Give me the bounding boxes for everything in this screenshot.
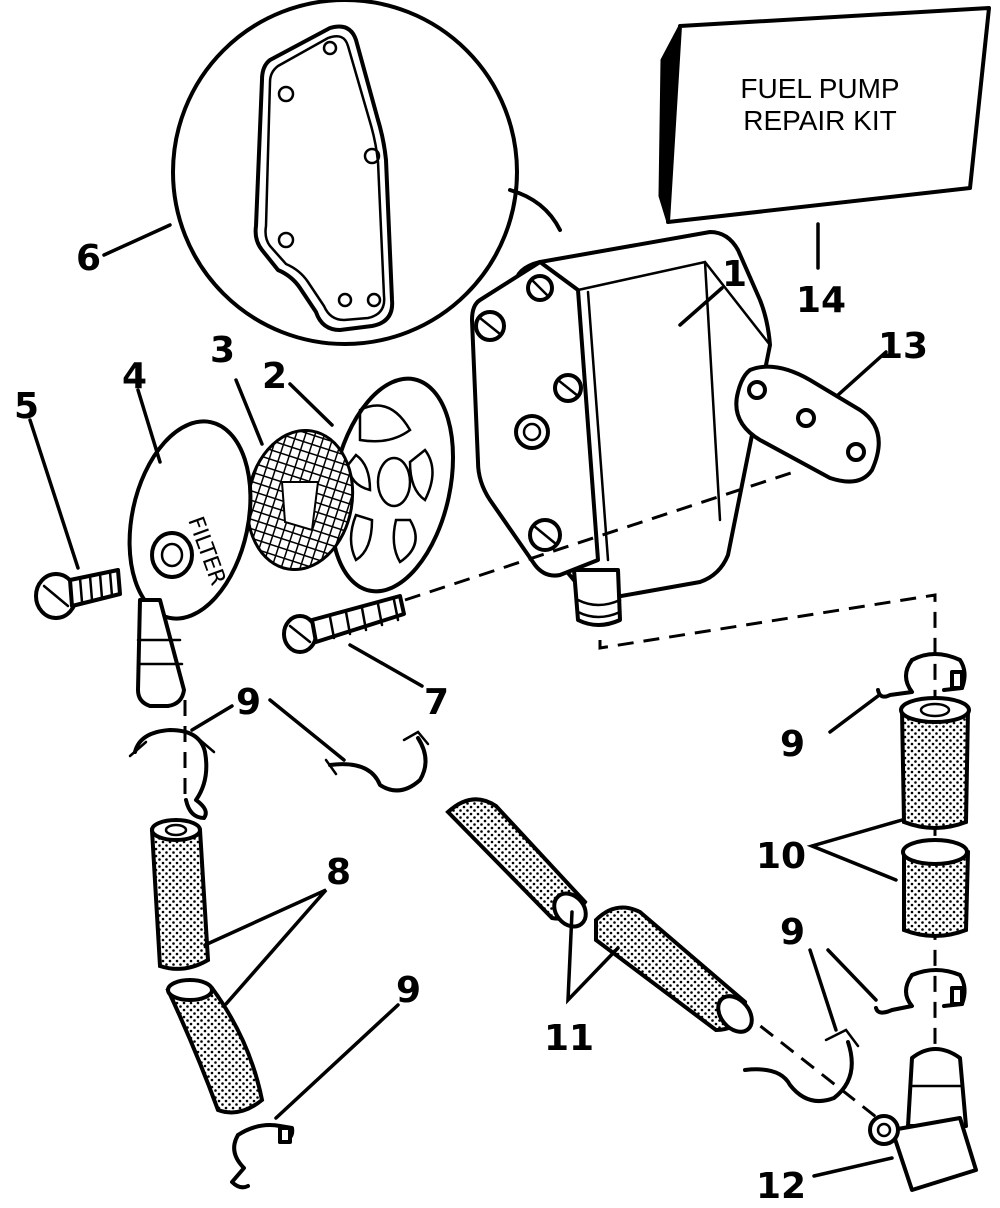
kit-label-line1: FUEL PUMP [740, 73, 899, 104]
leader-8 [203, 888, 328, 1006]
hose-clamp-upper-mid [324, 730, 430, 793]
long-hose-lower [594, 905, 754, 1034]
leader-1 [678, 286, 724, 327]
callout-13: 13 [878, 326, 928, 367]
leader-11 [566, 910, 620, 1005]
callout-7: 7 [424, 682, 449, 723]
cover-screw [282, 594, 406, 654]
callout-11: 11 [544, 1018, 594, 1059]
leader-9a [190, 704, 234, 732]
callout-8: 8 [326, 852, 351, 893]
leader-2 [288, 382, 334, 427]
leader-12 [812, 1156, 894, 1178]
callout-1: 1 [722, 254, 747, 295]
fuel-connector [868, 1047, 978, 1192]
assembly-line-screw [404, 468, 801, 602]
callout-3: 3 [210, 330, 235, 371]
leader-9c [826, 948, 878, 1002]
callout-6: 6 [76, 238, 101, 279]
hose-clamp-upper-left [128, 728, 216, 820]
gasket-detail-circle [171, 0, 562, 346]
filter-cap-screw [34, 568, 122, 620]
filter-cap: FILTER [127, 419, 253, 708]
leader-9d [274, 1003, 400, 1120]
callout-9-upper-left: 9 [236, 682, 261, 723]
leader-4 [136, 388, 162, 464]
kit-label-line2: REPAIR KIT [743, 105, 897, 136]
fuel-hose-upper [149, 818, 211, 971]
callout-9-upper-right: 9 [780, 724, 805, 765]
short-hose-upper [899, 696, 971, 830]
assembly-line-outlet [598, 593, 937, 1140]
short-hose-lower [901, 838, 971, 938]
filter-screen [245, 428, 355, 572]
callout-10: 10 [756, 836, 806, 877]
assembly-line-hose [739, 1008, 881, 1122]
callout-9-lower-right: 9 [780, 912, 805, 953]
callout-4: 4 [122, 356, 147, 397]
leader-13 [836, 350, 888, 397]
leader-5 [28, 418, 80, 570]
leader-9c2 [808, 948, 838, 1032]
callout-9-lower-left: 9 [396, 970, 421, 1011]
mounting-gasket [734, 364, 881, 484]
fuel-hose-lower [165, 978, 265, 1115]
hose-clamp-upper-right [876, 652, 967, 699]
long-hose-upper [445, 797, 588, 929]
callout-12: 12 [756, 1166, 806, 1207]
hose-clamp-lower-left [230, 1123, 295, 1190]
leader-3 [234, 378, 264, 446]
callout-14: 14 [796, 280, 846, 321]
callout-2: 2 [262, 356, 287, 397]
hose-clamp-lower-mid [743, 1028, 860, 1103]
callout-5: 5 [14, 386, 39, 427]
leader-6 [102, 223, 172, 257]
fuel-pump-body [470, 230, 772, 627]
leader-9b [828, 694, 880, 734]
hose-clamp-lower-right [874, 968, 967, 1015]
leader-9a2 [268, 698, 346, 762]
repair-kit-box: FUEL PUMP REPAIR KIT [658, 6, 991, 224]
leader-10 [806, 818, 904, 882]
leader-7 [348, 643, 424, 688]
